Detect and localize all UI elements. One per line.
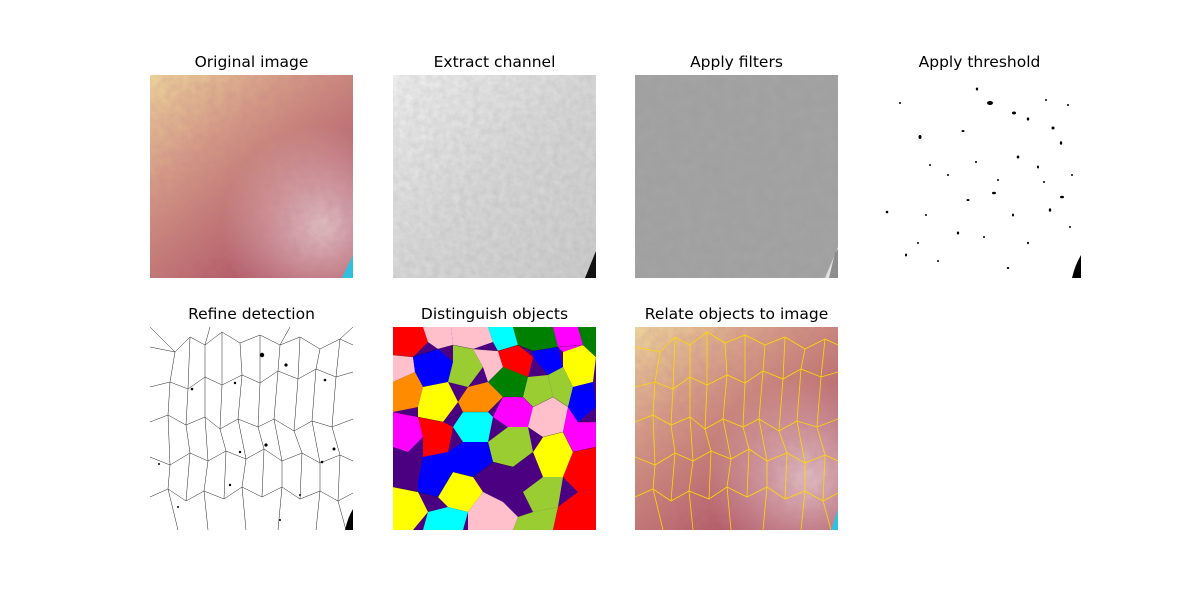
filtered-image-icon [635, 75, 838, 278]
panel-title: Relate objects to image [644, 305, 829, 323]
panel-title: Original image [194, 53, 309, 71]
threshold-image-icon [878, 75, 1081, 278]
overlay-image-icon [635, 327, 838, 530]
skeleton-image-icon [150, 327, 353, 530]
panel-title: Apply threshold [918, 53, 1041, 71]
original-image-icon [150, 75, 353, 278]
segmented-objects-icon [393, 327, 596, 530]
panel-title: Refine detection [188, 305, 315, 323]
grayscale-channel-icon [393, 75, 596, 278]
panel-title: Distinguish objects [420, 305, 569, 323]
panel-title: Extract channel [433, 53, 556, 71]
panel-title: Apply filters [690, 53, 783, 71]
